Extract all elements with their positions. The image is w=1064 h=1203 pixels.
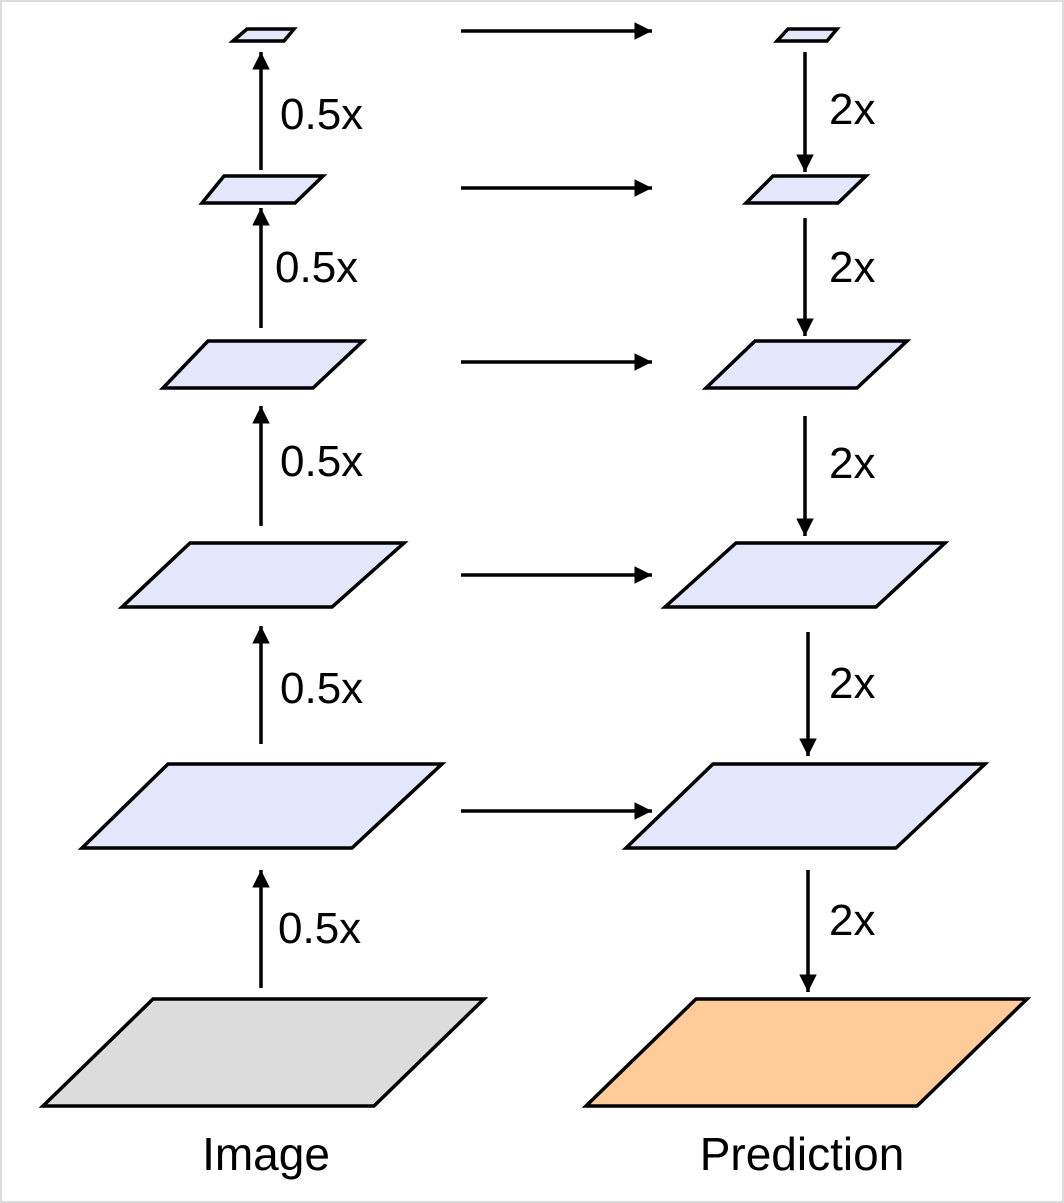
encoder-feature-map-3 [158, 339, 368, 390]
image-caption: Image [202, 1128, 330, 1180]
prediction-caption: Prediction [700, 1128, 905, 1180]
encoder-feature-map-4 [198, 174, 328, 205]
encoder-feature-map-1 [77, 762, 447, 850]
encoder-scale-label: 0.5x [280, 437, 363, 486]
decoder-feature-map-5 [773, 27, 841, 43]
decoder-scale-label: 2x [829, 243, 875, 292]
decoder-feature-map-2 [660, 541, 950, 609]
decoder-scale-label: 2x [829, 659, 875, 708]
decoder-scale-label: 2x [829, 896, 875, 945]
encoder-scale-label: 0.5x [280, 664, 363, 713]
input-image-layer [38, 997, 489, 1108]
decoder-scale-label: 2x [829, 85, 875, 134]
encoder-feature-map-5 [228, 27, 298, 43]
encoder-column: 0.5x 0.5x 0.5x 0.5x 0.5x Image [38, 27, 489, 1180]
encoder-scale-label: 0.5x [280, 90, 363, 139]
encoder-feature-map-2 [117, 541, 409, 609]
encoder-scale-label: 0.5x [275, 243, 358, 292]
decoder-feature-map-4 [741, 174, 871, 205]
skip-connections [461, 22, 652, 820]
prediction-layer [581, 997, 1032, 1108]
decoder-column: 2x 2x 2x 2x 2x Prediction [581, 27, 1032, 1180]
decoder-feature-map-1 [621, 762, 990, 850]
encoder-scale-label: 0.5x [278, 904, 361, 953]
decoder-feature-map-3 [701, 339, 912, 390]
decoder-scale-label: 2x [829, 439, 875, 488]
